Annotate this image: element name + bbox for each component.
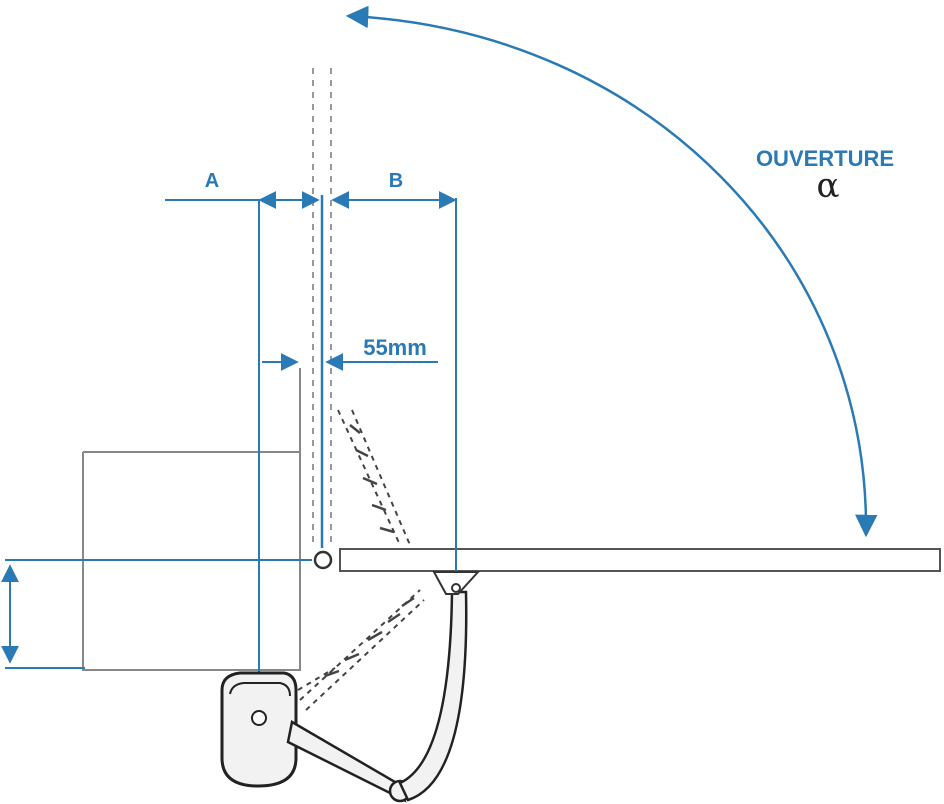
opening-angle-symbol: α — [817, 166, 840, 206]
dimension-b-label: B — [389, 170, 403, 192]
gate-bracket — [432, 571, 481, 595]
gate-leaf-open-position — [312, 68, 332, 548]
operator-arm — [286, 590, 468, 803]
gate-leaf-closed — [339, 548, 941, 572]
offset-dimension-label: 55mm — [363, 335, 427, 360]
dimension-a: A — [165, 170, 320, 718]
opening-angle-arc: OUVERTURE α — [345, 5, 894, 538]
pillar — [82, 368, 301, 671]
operator-pivot — [251, 710, 267, 726]
dimension-a-label: A — [205, 170, 219, 192]
gate-hinge-pivot — [313, 550, 333, 570]
opening-label: OUVERTURE — [756, 146, 894, 171]
offset-dimension: 55mm — [262, 335, 438, 371]
dimension-b: B — [331, 170, 457, 592]
operator-motor — [220, 671, 298, 788]
arm-motion-trace — [297, 409, 425, 711]
